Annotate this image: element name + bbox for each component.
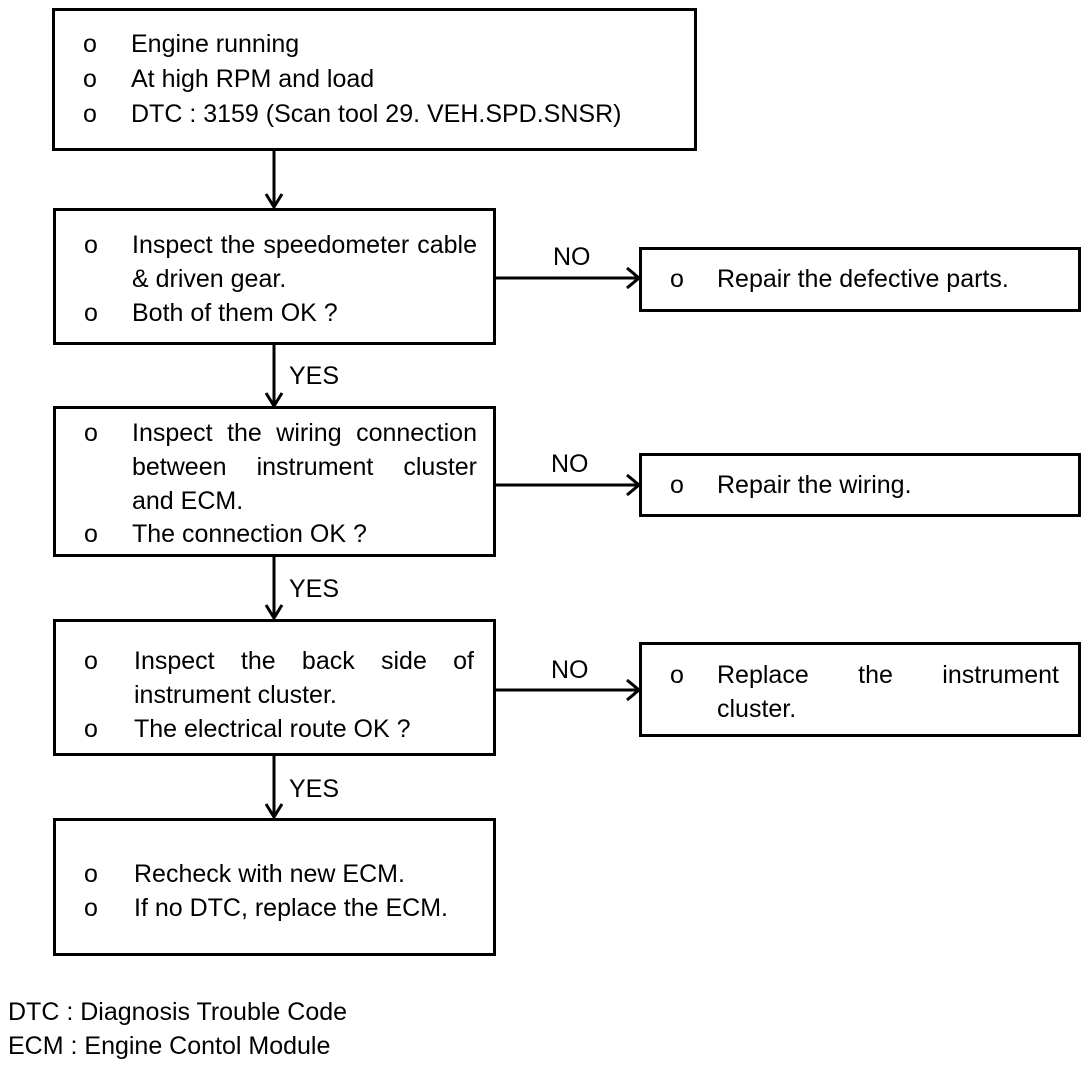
step-instruction: Inspect the wiring connection between in… [132,419,477,515]
action-repair-wiring-box: o Repair the wiring. [639,453,1081,517]
action-text: Repair the defective parts. [717,265,1009,293]
action-replace-cluster-box: o Replace the instrument cluster. [639,642,1081,737]
yes-label: YES [289,775,340,803]
action-text: Replace the instrument cluster. [717,661,1059,723]
step-1-inspect-speedometer-box: o Inspect the speedometer cable & driven… [53,208,496,345]
bullet: o [83,100,97,128]
action-text: Repair the wiring. [717,471,912,499]
step-3-inspect-cluster-back-box: o Inspect the back side of instrument cl… [53,619,496,756]
yes-label: YES [289,362,340,390]
abbreviation-note-dtc: DTC : Diagnosis Trouble Code [8,998,348,1026]
bullet: o [84,860,98,888]
start-conditions-box: o Engine running o At high RPM and load … [52,8,697,151]
arrowhead [264,803,284,820]
step-instruction: Inspect the back side of instrument clus… [134,647,474,709]
bullet: o [83,65,97,93]
abbreviation-note-ecm: ECM : Engine Contol Module [8,1032,331,1060]
bullet: o [84,299,98,327]
step-question: The connection OK ? [132,520,367,548]
bullet: o [84,520,98,548]
bullet: o [84,647,98,675]
no-label: NO [551,656,589,684]
bullet: o [670,661,684,689]
step-2-inspect-wiring-box: o Inspect the wiring connection between … [53,406,496,557]
step-instruction: Recheck with new ECM. [134,860,405,888]
bullet: o [84,894,98,922]
step-instruction: If no DTC, replace the ECM. [134,894,449,922]
condition-item: DTC : 3159 (Scan tool 29. VEH.SPD.SNSR) [131,100,622,128]
bullet: o [84,231,98,259]
step-instruction: Inspect the speedometer cable & driven g… [132,231,477,293]
action-repair-parts-box: o Repair the defective parts. [639,247,1081,312]
condition-item: Engine running [131,30,300,58]
bullet: o [84,419,98,447]
step-question: Both of them OK ? [132,299,338,327]
yes-label: YES [289,575,340,603]
bullet: o [83,30,97,58]
no-label: NO [553,243,591,271]
final-recheck-ecm-box: o Recheck with new ECM. o If no DTC, rep… [53,818,496,956]
arrowhead [264,193,284,210]
no-label: NO [551,450,589,478]
bullet: o [670,265,684,293]
bullet: o [84,715,98,743]
condition-item: At high RPM and load [131,65,375,93]
step-question: The electrical route OK ? [134,715,411,743]
arrowhead [264,604,284,621]
bullet: o [670,471,684,499]
